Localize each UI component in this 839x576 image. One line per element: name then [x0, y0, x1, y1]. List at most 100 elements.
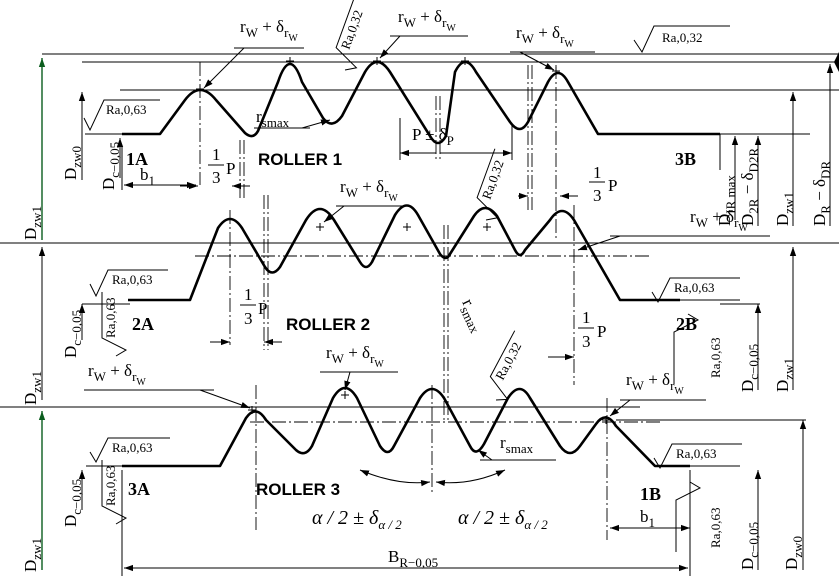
dzw1-2r-d: D — [773, 380, 792, 392]
dim-dzw1-r1: Dzw1 — [773, 192, 796, 226]
pitch-sub: P — [447, 133, 454, 148]
rw-w-7: W — [332, 351, 345, 366]
dim-dzw1-1: Dzw1 — [21, 206, 44, 240]
rw-r-4: r — [340, 177, 346, 196]
rw-tol-5: + δ — [708, 207, 734, 226]
alpha-2: α / 2 ± δ — [458, 507, 525, 529]
rw-r-6: r — [88, 361, 94, 380]
rw-tol-2: + δ — [416, 7, 442, 26]
rw-tol-r-5: r — [734, 215, 739, 230]
dc3r-d: D — [738, 558, 757, 570]
roughness-symbol-8 — [673, 313, 700, 384]
dzw0-3r-sub: zw0 — [790, 536, 805, 558]
roller-2-name: ROLLER 2 — [286, 315, 370, 334]
alpha-label-2: α / 2 ± δα / 2 — [458, 507, 548, 532]
dzw1r-d: D — [773, 214, 792, 226]
dir-sub: IR max — [723, 175, 738, 214]
rw-label-5: rW + δrW — [690, 207, 748, 234]
rsmax-label-3: rsmax — [500, 433, 534, 456]
rw-w: W — [246, 25, 259, 40]
br-label: BR−0,05 — [388, 547, 438, 570]
dim-dir-max: DIR max — [715, 175, 738, 226]
rw-w-4: W — [346, 185, 359, 200]
rw-tol-8: + δ — [644, 370, 670, 389]
roughness-label-11: Ra,0,32 — [492, 340, 524, 383]
dim-dzw1-2r: Dzw1 — [773, 358, 796, 392]
rw-tol-r-6: r — [132, 369, 137, 384]
roughness-label-4: Ra,0,63 — [112, 272, 152, 287]
alpha-1-sub: α / 2 — [378, 517, 402, 532]
rw-tol-4: + δ — [358, 177, 384, 196]
dr-sub: R — [818, 205, 833, 214]
dzw1r-sub: zw1 — [781, 192, 796, 214]
third-p-2: P — [608, 176, 617, 195]
roughness-label-5: Ra,0,63 — [103, 298, 118, 338]
roughness-symbol-4: Ra,0,63 — [89, 269, 168, 298]
dir-d: D — [715, 214, 734, 226]
dzw0-3r-d: D — [782, 558, 801, 570]
dr-tol: − δ — [810, 179, 829, 205]
rw-r-7: r — [326, 343, 332, 362]
dim-dzw0-3r: Dzw0 — [782, 536, 805, 570]
rw-label-8: rW + δrW — [626, 370, 684, 397]
third-num-2: 1 — [593, 163, 602, 182]
rw-tol-r: r — [284, 25, 289, 40]
rsmax2-sub: smax — [457, 304, 482, 336]
dc3-d: D — [61, 515, 80, 527]
dim-dzw1-2: Dzw1 — [21, 371, 44, 405]
d2r-tol-sub: D2R — [746, 148, 761, 173]
dim-dc-3: Dc−0,05 — [61, 479, 84, 527]
dc2r-d: D — [738, 380, 757, 392]
roughness-symbol-7: Ra,0,63 — [651, 277, 740, 304]
roller-1-b1: b1 — [140, 165, 155, 188]
roller-2-left-id: 2A — [132, 314, 154, 334]
dim-dzw1-3: Dzw1 — [21, 538, 44, 572]
rsmax-sub: smax — [262, 115, 290, 130]
dim-dzw0-1: Dzw0 — [61, 146, 84, 180]
dzw1-2r-sub: zw1 — [781, 358, 796, 380]
third-num-4: 1 — [582, 308, 591, 327]
dim-dc-2: Dc−0,05 — [61, 310, 84, 358]
roughness-symbol-12: Ra,0,63 — [653, 443, 742, 470]
roughness-label-9: Ra,0,63 — [112, 440, 152, 455]
rw-tol-r-2: r — [442, 15, 447, 30]
rsmax3-sub: smax — [506, 441, 534, 456]
roughness-symbol-13 — [675, 481, 702, 552]
roughness-symbol-9: Ra,0,63 — [89, 437, 170, 464]
rw-r-5: r — [690, 207, 696, 226]
rw-tol-w-6: W — [136, 377, 146, 388]
dim-dr: DR − δDR — [810, 161, 833, 226]
alpha-label-1: α / 2 ± δα / 2 — [312, 507, 402, 532]
dc3-sub: c−0,05 — [69, 479, 84, 515]
rsmax-label-2: rsmax — [455, 296, 490, 336]
roughness-label-8: Ra,0,63 — [708, 338, 723, 378]
dzw0-sub: zw0 — [69, 146, 84, 168]
rw-tol-w-8: W — [674, 386, 684, 397]
dzw1-3-d: D — [21, 560, 40, 572]
dim-dc-2r: Dc−0,05 — [738, 344, 761, 392]
rw-label-1: rW + δrW — [240, 17, 298, 44]
rsmax-r: r — [256, 107, 262, 126]
b1-3-sub: 1 — [649, 515, 656, 530]
roughness-label-1: Ra,0,63 — [106, 102, 146, 117]
roughness-label-6: Ra,0,32 — [479, 158, 507, 201]
roughness-label-13: Ra,0,63 — [708, 508, 723, 548]
rw-r-8: r — [626, 370, 632, 389]
alpha-1: α / 2 ± δ — [312, 507, 379, 529]
roughness-symbol-5: Ra,0,63 — [101, 292, 128, 357]
rw-r: r — [240, 17, 246, 36]
roller-3-right-id: 1B — [640, 484, 661, 504]
rw-tol-6: + δ — [106, 361, 132, 380]
br-b: B — [388, 547, 399, 566]
rw-tol-3: + δ — [534, 23, 560, 42]
dzw1-d: D — [21, 228, 40, 240]
rw-tol-r-4: r — [384, 185, 389, 200]
rw-tol-r-7: r — [370, 351, 375, 366]
rw-label-6: rW + δrW — [88, 361, 146, 388]
roller-2-right-id: 2B — [676, 314, 697, 334]
dim-dc-1: Dc−0,05 — [99, 142, 122, 190]
roughness-label-2: Ra,0,32 — [338, 8, 366, 51]
dzw1-2-sub: zw1 — [29, 371, 44, 393]
third-p-4: P — [597, 322, 606, 341]
roller-1-right-id: 3B — [675, 149, 696, 169]
